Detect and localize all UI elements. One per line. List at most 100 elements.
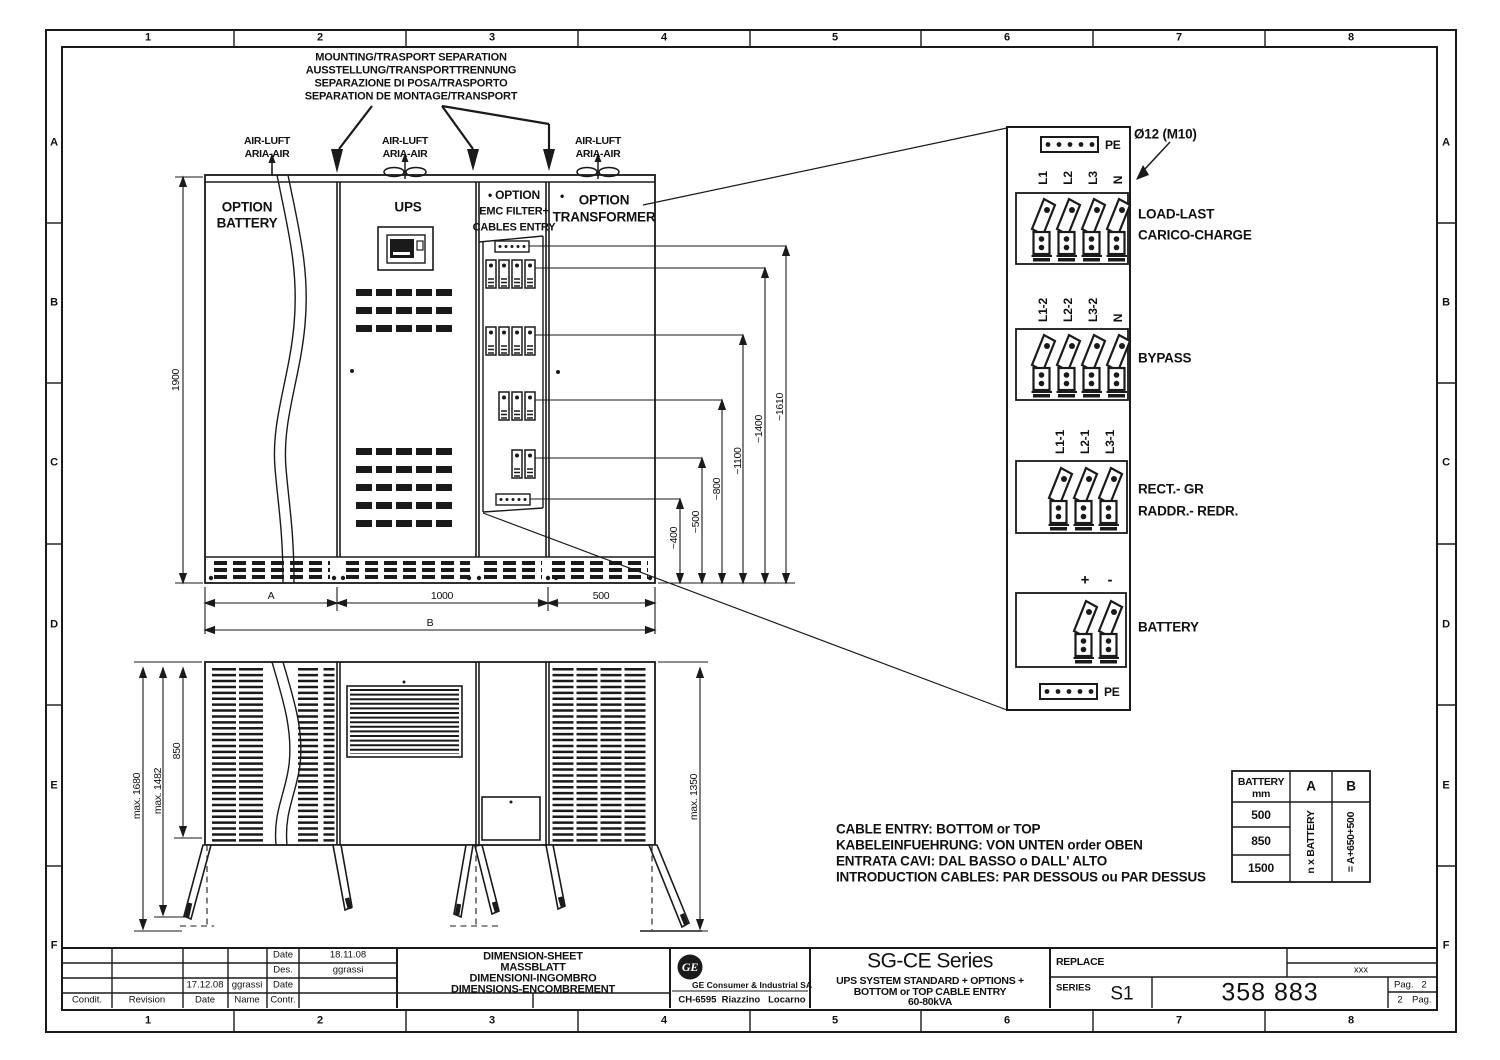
dim-850: 850 xyxy=(170,742,183,760)
grid-row-label: B xyxy=(1442,296,1450,309)
dim-500v: ~500 xyxy=(689,510,702,534)
front-view xyxy=(204,174,656,584)
grid-row-label: E xyxy=(1442,779,1450,792)
grid-row-label: D xyxy=(1442,618,1450,631)
grid-col-label: 8 xyxy=(1348,1014,1354,1027)
grid-row-label: A xyxy=(1442,136,1450,149)
pe-bottom-label: PE xyxy=(1104,685,1120,699)
grid-col-label: 1 xyxy=(145,1014,151,1027)
cable-note-line: INTRODUCTION CABLES: PAR DESSOUS ou PAR … xyxy=(836,869,1206,885)
battery-table-header-b: B xyxy=(1346,778,1356,794)
grid-col-label: 6 xyxy=(1004,1014,1010,1027)
pe-top-label: PE xyxy=(1105,138,1121,152)
cable-note-line: ENTRATA CAVI: DAL BASSO o DALL' ALTO xyxy=(836,853,1107,869)
air-symbols xyxy=(268,152,620,180)
rear-dimensions xyxy=(134,661,708,932)
load-label: LOAD-LAST xyxy=(1138,206,1215,222)
grid-col-label: 7 xyxy=(1176,31,1182,44)
tb-series-title: SG-CE Series xyxy=(867,949,993,973)
air-label: ARIA-AIR xyxy=(575,147,621,160)
transformer-section-label: OPTION xyxy=(578,192,630,208)
tb-xxx-value: xxx xyxy=(1353,964,1369,976)
tb-date-value: 18.11.08 xyxy=(329,949,367,961)
separation-note-line: MOUNTING/TRASPORT SEPARATION xyxy=(315,51,507,64)
dim-1400: ~1400 xyxy=(752,415,765,443)
emc-section-label: EMC FILTER+ xyxy=(479,205,549,218)
tb-condit-header: Condit. xyxy=(71,994,103,1006)
emc-section-label: CABLES ENTRY xyxy=(472,221,556,234)
grid-col-label: 2 xyxy=(317,31,323,44)
tb-series-label: SERIES xyxy=(1056,982,1091,994)
transformer-section-label: TRANSFORMER xyxy=(552,209,656,225)
air-label: AIR-LUFT xyxy=(243,134,291,147)
front-dimensions xyxy=(175,176,795,634)
projection-lines xyxy=(482,127,1008,711)
tb-doc-title: DIMENSION-SHEET xyxy=(483,950,583,963)
battery-table-lines xyxy=(1231,770,1371,883)
dim-max-1350: max. 1350 xyxy=(687,773,700,821)
cable-note-line: CABLE ENTRY: BOTTOM or TOP xyxy=(836,821,1041,837)
rectifier-label: RADDR.- REDR. xyxy=(1138,503,1239,519)
grid-row-label: A xyxy=(50,136,58,149)
terminal-label-l1-1: L1-1 xyxy=(1053,430,1067,454)
terminal-label-l2-1: L2-1 xyxy=(1078,430,1092,454)
terminal-label-l3-1: L3-1 xyxy=(1103,430,1117,454)
dim-max-1482: max. 1482 xyxy=(151,767,164,815)
battery-label: BATTERY xyxy=(1138,619,1199,635)
tb-doc-title: DIMENSIONS-ENCOMBREMENT xyxy=(450,983,616,996)
transformer-bullet: • xyxy=(559,189,565,203)
tb-pag-label: Pag. xyxy=(1394,979,1414,991)
dim-height-1900: 1900 xyxy=(169,368,182,392)
tb-series-subtitle: UPS SYSTEM STANDARD + OPTIONS + xyxy=(836,974,1024,987)
separation-note-line: SEPARAZIONE DI POSA/TRASPORTO xyxy=(314,77,508,90)
tb-company-address: CH-6595 Riazzino Locarno xyxy=(678,994,806,1006)
grid-row-label: B xyxy=(50,296,58,309)
dim-a: A xyxy=(267,589,275,602)
battery-plus-label: + xyxy=(1080,571,1090,589)
grid-row-label: F xyxy=(1442,939,1450,952)
dim-max-1680: max. 1680 xyxy=(130,772,143,820)
separation-note-line: SEPARATION DE MONTAGE/TRANSPORT xyxy=(304,90,518,103)
terminal-label-n: N xyxy=(1111,175,1125,185)
air-label: AIR-LUFT xyxy=(574,134,622,147)
grid-col-label: 2 xyxy=(317,1014,323,1027)
grid-col-label: 7 xyxy=(1176,1014,1182,1027)
battery-table-header-a: A xyxy=(1306,778,1316,794)
tb-pag-number: 2 xyxy=(1421,979,1427,991)
tb-revision-header: Revision xyxy=(128,994,166,1006)
grid-row-label: F xyxy=(50,939,58,952)
bypass-label: BYPASS xyxy=(1138,350,1192,366)
tb-rev-name: ggrassi xyxy=(231,979,263,991)
battery-minus-label: - xyxy=(1107,571,1113,589)
tb-date-label: Date xyxy=(272,949,294,961)
grid-row-label: C xyxy=(50,456,58,469)
grid-col-label: 1 xyxy=(145,31,151,44)
battery-table-col-a-formula: n x BATTERY xyxy=(1304,810,1317,874)
grid-col-label: 4 xyxy=(661,31,667,44)
cable-note-line: KABELEINFUEHRUNG: VON UNTEN order OBEN xyxy=(836,837,1143,853)
terminal-label-l1: L1 xyxy=(1036,171,1050,185)
grid-row-label: D xyxy=(50,618,58,631)
terminal-label-l2: L2 xyxy=(1061,171,1075,185)
tb-series-subtitle: 60-80kVA xyxy=(907,995,953,1008)
rear-view xyxy=(180,661,702,932)
separation-arrows xyxy=(331,104,555,173)
battery-table-header: mm xyxy=(1251,787,1271,800)
dim-b: B xyxy=(426,616,434,629)
terminal-label-l3: L3 xyxy=(1086,171,1100,185)
dim-1000: 1000 xyxy=(430,589,454,602)
dim-500: 500 xyxy=(592,589,610,602)
terminal-label-l2-2: L2-2 xyxy=(1061,298,1075,322)
dim-800: ~800 xyxy=(710,477,723,501)
battery-table-col-b-formula: = A+650+500 xyxy=(1344,811,1357,873)
grid-col-label: 5 xyxy=(832,31,838,44)
air-label: AIR-LUFT xyxy=(381,134,429,147)
ups-section-label: UPS xyxy=(394,199,422,215)
tb-series-subtitle: BOTTOM or TOP CABLE ENTRY xyxy=(853,985,1007,998)
grid-row-label: C xyxy=(1442,456,1450,469)
air-label: ARIA-AIR xyxy=(382,147,428,160)
dim-1610: ~1610 xyxy=(773,393,786,421)
dim-400: ~400 xyxy=(667,526,680,550)
battery-table-cell: 850 xyxy=(1251,834,1271,848)
